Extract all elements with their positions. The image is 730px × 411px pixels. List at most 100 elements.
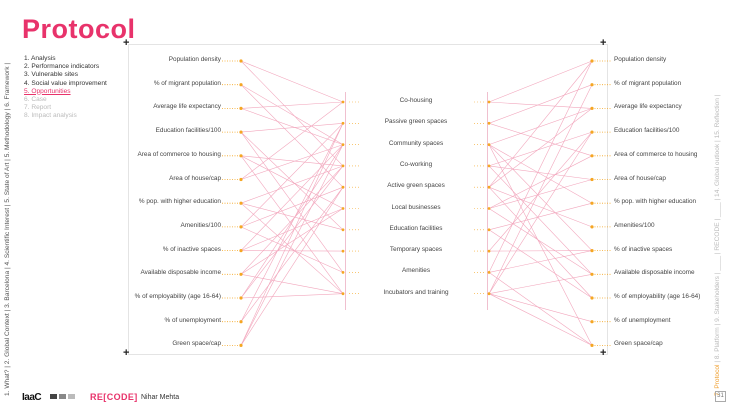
left-connection [240, 144, 344, 299]
opportunity-label: Education facilities [389, 224, 443, 232]
left-connection [240, 293, 344, 299]
left-connection [240, 155, 344, 167]
right-connection [488, 229, 593, 299]
left-connection [240, 84, 344, 145]
iaac-logo: IaaC [22, 392, 42, 403]
opportunity-label: Passive green spaces [384, 118, 448, 126]
right-connection [488, 144, 593, 204]
mid-right-node [487, 143, 491, 147]
step-item[interactable]: 5. Opportunities [24, 87, 71, 95]
right-connection [488, 131, 593, 252]
left-node [239, 225, 243, 229]
right-connection [488, 60, 593, 103]
mid-right-node [487, 185, 491, 189]
left-indicator-label: Area of commerce to housing [137, 150, 221, 158]
mid-left-node [341, 292, 345, 296]
step-item[interactable]: 7. Report [24, 104, 52, 112]
right-indicator-label: Area of house/cap [614, 174, 666, 182]
right-connection [488, 186, 593, 228]
left-connection [240, 202, 344, 294]
left-node [239, 154, 243, 158]
right-connection [488, 131, 593, 294]
right-node [590, 130, 594, 134]
mid-right-node [487, 228, 491, 232]
left-connection [240, 187, 344, 322]
left-connection [240, 208, 344, 251]
left-indicator-label: % pop. with higher education [138, 198, 221, 206]
right-connection [488, 293, 593, 346]
author-name: Nihar Mehta [141, 394, 180, 401]
opportunity-label: Co-working [399, 160, 433, 168]
left-connection [240, 165, 344, 275]
left-connection [240, 144, 344, 251]
step-item[interactable]: 6. Case [24, 96, 47, 104]
left-connection [240, 208, 344, 275]
right-connection [488, 274, 593, 294]
opportunity-label: Temporary spaces [389, 246, 443, 254]
diagram-frame [128, 44, 608, 355]
left-node [239, 83, 243, 87]
mid-right-node [487, 249, 491, 253]
right-node [590, 320, 594, 324]
mid-right-node [487, 271, 491, 274]
right-connection [488, 250, 593, 252]
step-item[interactable]: 3. Vulnerable sites [24, 71, 79, 79]
step-item[interactable]: 4. Social value improvement [24, 79, 107, 87]
plus-mark: + [600, 347, 607, 359]
right-indicator-label: Area of commerce to housing [614, 150, 698, 158]
right-node [590, 272, 594, 276]
right-node [590, 201, 594, 205]
right-connection [488, 108, 593, 145]
right-node [590, 83, 594, 87]
right-connection [488, 293, 593, 322]
right-connection [488, 155, 593, 209]
right-connection [488, 165, 593, 275]
right-indicator-label: % of unemployment [614, 316, 671, 324]
left-connection [240, 165, 344, 299]
mid-left-node [341, 249, 345, 253]
right-indicator-label: % of migrant population [614, 79, 682, 87]
mid-left-node [341, 228, 345, 232]
right-indicator-label: Average life expectancy [614, 103, 682, 111]
left-connection [240, 155, 344, 294]
right-indicator-label: % of inactive spaces [614, 245, 673, 253]
left-connection [240, 202, 344, 231]
right-node [590, 106, 594, 110]
plus-mark: + [600, 37, 607, 49]
left-connection [240, 131, 344, 231]
left-node [239, 272, 243, 276]
right-connection [488, 165, 593, 180]
left-connection [240, 60, 344, 103]
right-connection [488, 250, 593, 273]
opportunity-label: Incubators and training [383, 288, 449, 296]
plus-mark: + [123, 347, 130, 359]
left-connection [240, 131, 344, 273]
left-connection [240, 186, 344, 228]
right-indicator-label: Population density [614, 56, 667, 63]
right-node [590, 177, 594, 182]
step-item[interactable]: 1. Analysis [24, 55, 56, 62]
step-item[interactable]: 8. Impact analysis [24, 112, 77, 120]
mid-right-node [487, 164, 491, 168]
left-indicator-label: % of migrant population [153, 79, 221, 87]
right-indicator-label: Amenities/100 [614, 221, 655, 229]
opportunity-label: Active green spaces [387, 182, 445, 190]
left-connection [240, 187, 344, 346]
mid-left-node [341, 100, 345, 104]
left-connection [240, 165, 344, 204]
left-node [239, 106, 243, 110]
right-node [590, 225, 594, 229]
left-connection [240, 101, 344, 109]
mid-right-node [487, 207, 491, 210]
right-connection [488, 186, 593, 299]
mid-left-node [341, 185, 345, 189]
right-connection [488, 123, 593, 157]
right-indicator-label: Green space/cap [614, 340, 663, 348]
left-indicator-label: Area of house/cap [169, 174, 221, 182]
step-item[interactable]: 2. Performance indicators [24, 63, 100, 71]
mid-left-node [341, 143, 345, 147]
right-node [590, 59, 594, 63]
left-node [239, 177, 243, 182]
